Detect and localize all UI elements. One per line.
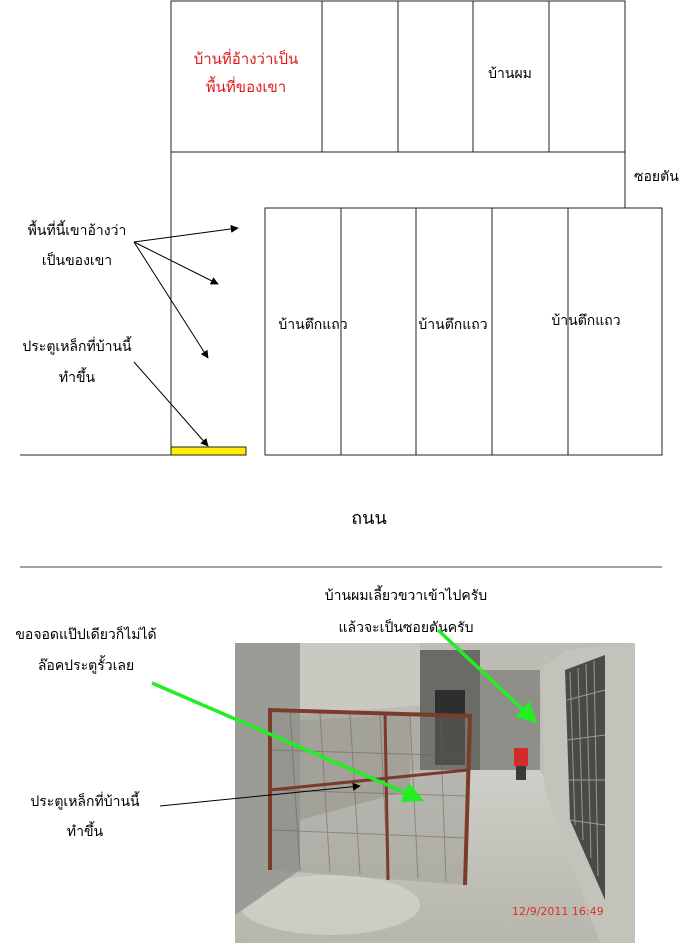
photo-timestamp: 12/9/2011 16:49	[512, 905, 604, 918]
parking-note-2: ล๊อคประตูรั้วเลย	[38, 655, 134, 674]
row-house-label: บ้านตึกแถว	[418, 317, 487, 333]
iron-gate-photo	[268, 707, 473, 886]
parking-green-arrow	[151, 681, 424, 803]
gate-mesh	[270, 710, 470, 885]
floor-highlight	[240, 875, 420, 935]
turn-note: บ้านผมเลี้ยวขวาเข้าไปครับ	[325, 585, 487, 604]
claim-arrow	[133, 241, 219, 285]
gate-crossbar	[269, 768, 469, 792]
row-house-label: บ้านตึกแถว	[278, 317, 347, 333]
row-house-block	[264, 207, 663, 456]
gate-note-2: ทำขึ้น	[59, 367, 96, 386]
my-house-label: บ้านผม	[488, 66, 532, 82]
road-label: ถนน	[351, 508, 387, 529]
dead-end-label: ซอยตัน	[634, 169, 679, 185]
gate-post	[383, 712, 390, 881]
claimed-house-label-2: พื้นที่ของเขา	[206, 76, 286, 96]
back-building-right	[480, 670, 540, 770]
area-claim-note-2: เป็นของเขา	[42, 251, 112, 269]
parking-note: ขอจอดแป๊ปเดียวก็ไม่ได้	[15, 625, 156, 643]
claimed-house-label: บ้านที่อ้างว่าเป็น	[194, 48, 299, 68]
gate-note: ประตูเหล็กที่บ้านนี้	[22, 336, 132, 355]
area-claim-note: พื้นที่นี้เขาอ้างว่า	[28, 220, 127, 239]
top-house-block	[170, 0, 626, 153]
person-legs	[516, 766, 526, 780]
row-house-label: บ้านตึกแถว	[551, 313, 620, 329]
person-shirt	[514, 748, 528, 766]
grille-bars	[566, 660, 606, 877]
turn-green-arrow	[436, 628, 538, 724]
alley-photo: 12/9/2011 16:49	[235, 643, 635, 943]
turn-note-2: แล้วจะเป็นซอยตันครับ	[339, 618, 474, 636]
photo-gate-note: ประตูเหล็กที่บ้านนี้	[30, 791, 140, 810]
photo-gate-note-2: ทำขึ้น	[67, 821, 104, 840]
photo-gate-arrow	[159, 782, 361, 807]
claim-arrow	[133, 224, 239, 243]
row-houses-outline	[264, 207, 663, 456]
claim-arrow	[133, 241, 209, 359]
iron-gate-marker	[170, 446, 247, 456]
back-building-left	[300, 643, 420, 715]
gate-arrow	[133, 361, 209, 447]
